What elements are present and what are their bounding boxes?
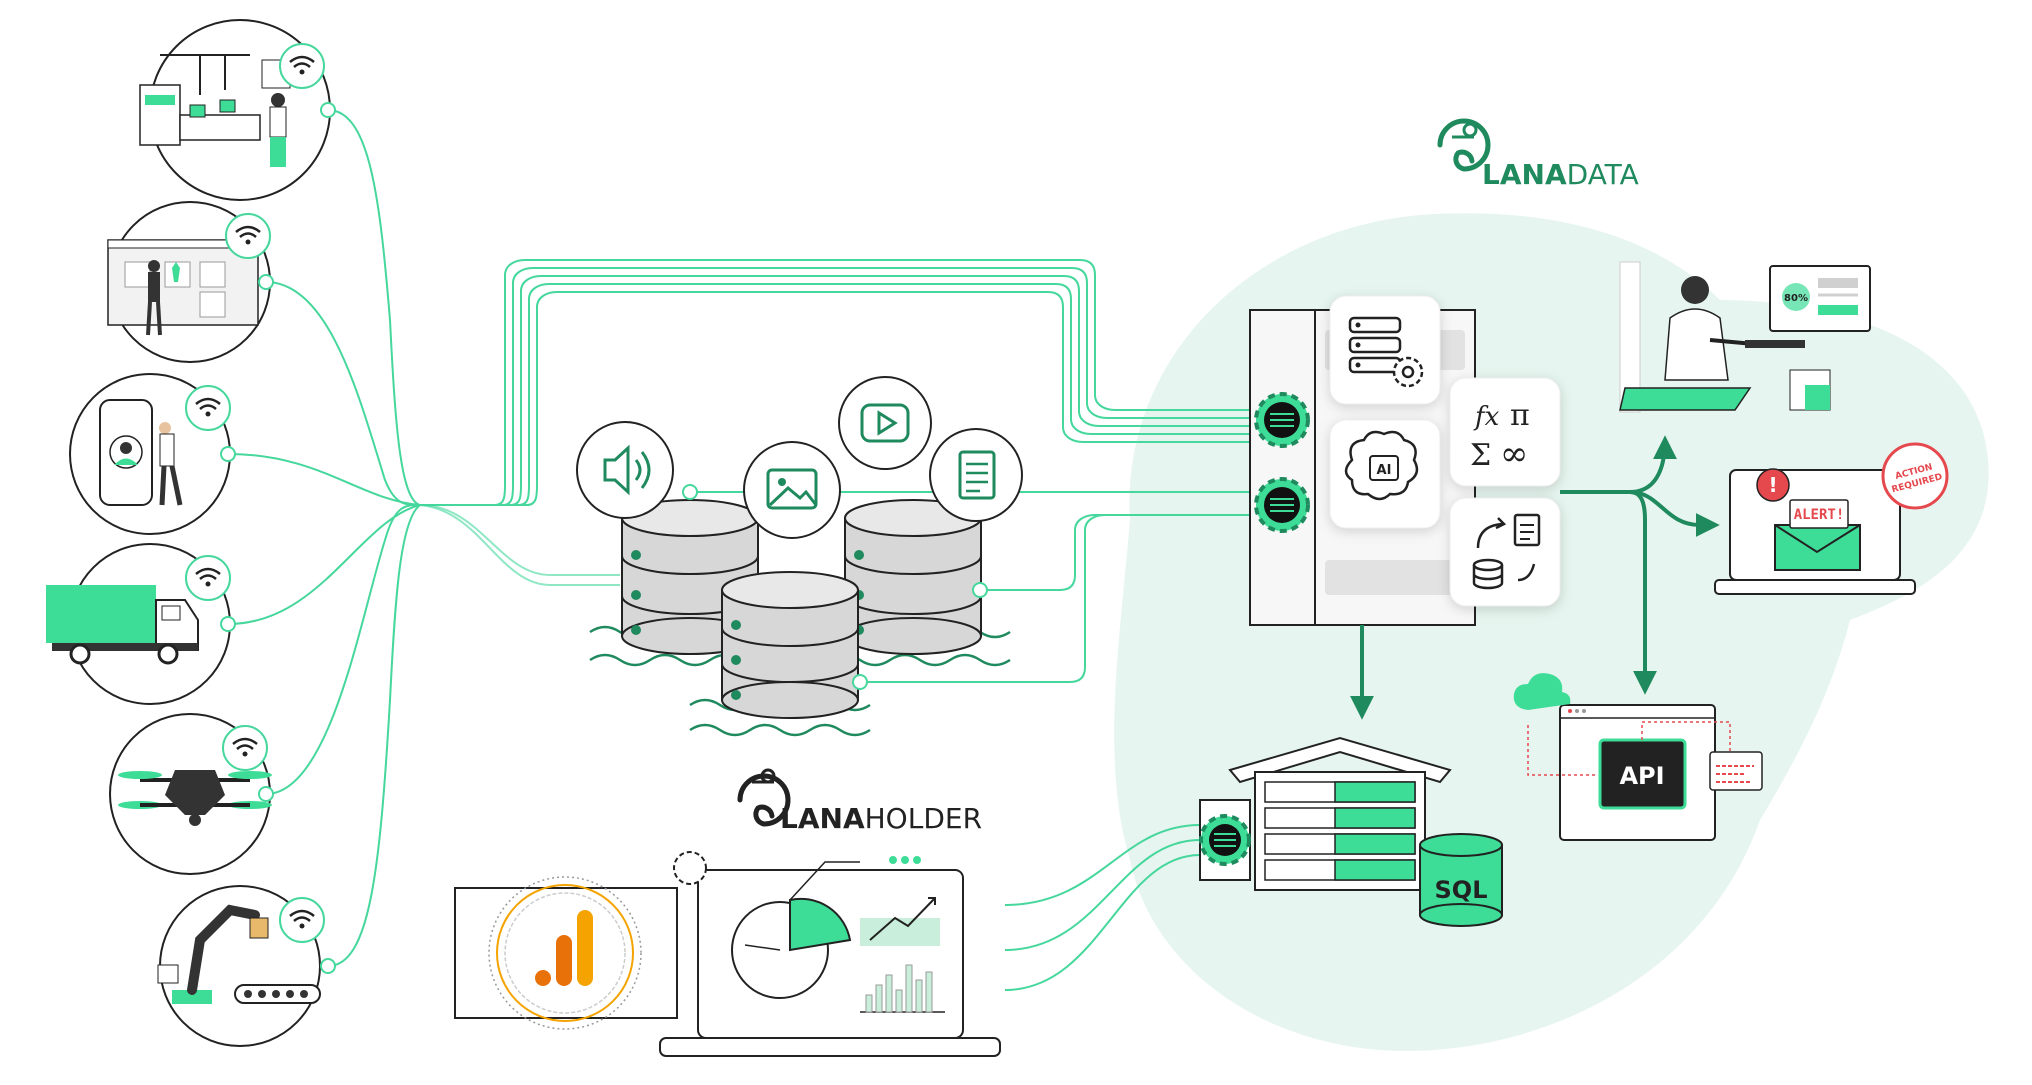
lanadata-bold: LANA — [1482, 158, 1567, 191]
source-connector-node — [220, 616, 236, 632]
data-bundle-lines — [419, 259, 1265, 586]
wifi-icon — [222, 725, 268, 771]
wifi-icon — [185, 555, 231, 601]
svg-text:LANAHOLDER: LANAHOLDER — [780, 802, 982, 835]
data-lake — [589, 484, 1011, 737]
alert-text: ALERT! — [1794, 507, 1845, 523]
action-required-stamp: ACTION REQUIRED — [1881, 442, 1949, 510]
sql-database-icon: SQL — [1419, 833, 1503, 927]
analytics-panel — [454, 876, 678, 1030]
analytics-bars-icon — [535, 910, 593, 986]
sql-label: SQL — [1435, 876, 1488, 904]
source-connector-node — [258, 786, 274, 802]
output-arrows — [1350, 435, 1720, 720]
wifi-icon — [279, 43, 325, 89]
wifi-icon — [225, 213, 271, 259]
source-connector-node — [320, 102, 336, 118]
lanaholder-logo: LANAHOLDER — [737, 768, 982, 835]
alert-exclamation: ! — [1768, 473, 1777, 497]
gear-connector-icon — [1199, 814, 1251, 866]
monitor-percent: 80% — [1784, 293, 1808, 304]
analytics-laptop — [659, 851, 1001, 1057]
infinity-symbol: ∞ — [1500, 434, 1528, 474]
audio-icon — [576, 421, 674, 519]
lanaholder-bold: LANA — [780, 802, 865, 835]
data-transform-icon — [1449, 497, 1561, 607]
source-connection-lines — [227, 109, 421, 967]
data-warehouse — [1199, 736, 1452, 891]
ai-label: AI — [1377, 463, 1392, 478]
gear-connector-icon — [1254, 477, 1310, 533]
lanadata-background-blob — [1114, 213, 1989, 1051]
sigma-symbol: Σ — [1470, 438, 1491, 473]
math-formula-icon: fx π Σ ∞ — [1449, 377, 1561, 487]
gear-connector-icon — [1254, 392, 1310, 448]
wifi-icon — [185, 385, 231, 431]
monitoring-dashboard-user: 80% — [1619, 261, 1871, 413]
lanaholder-light: HOLDER — [865, 802, 982, 835]
database-cylinder — [844, 499, 982, 655]
lanadata-logo: LANADATA — [1437, 118, 1639, 191]
pi-symbol: π — [1510, 398, 1530, 433]
database-cylinder — [721, 571, 859, 719]
video-icon — [838, 376, 932, 470]
holder-to-warehouse-lines — [1004, 824, 1201, 991]
document-icon — [929, 428, 1023, 522]
api-label: API — [1619, 762, 1664, 790]
fx-symbol: fx — [1473, 402, 1500, 432]
source-connector-node — [320, 958, 336, 974]
database-settings-icon — [1329, 295, 1441, 405]
api-window: API — [1513, 673, 1763, 841]
svg-text:LANADATA: LANADATA — [1482, 158, 1639, 191]
image-icon — [743, 441, 841, 539]
alert-laptop: ALERT! ! ACTION REQUIRED — [1714, 442, 1949, 595]
ai-brain-icon: AI — [1329, 419, 1441, 529]
source-connector-node — [220, 446, 236, 462]
source-connector-node — [258, 274, 274, 290]
lanadata-light: DATA — [1567, 158, 1639, 191]
wifi-icon — [279, 897, 325, 943]
